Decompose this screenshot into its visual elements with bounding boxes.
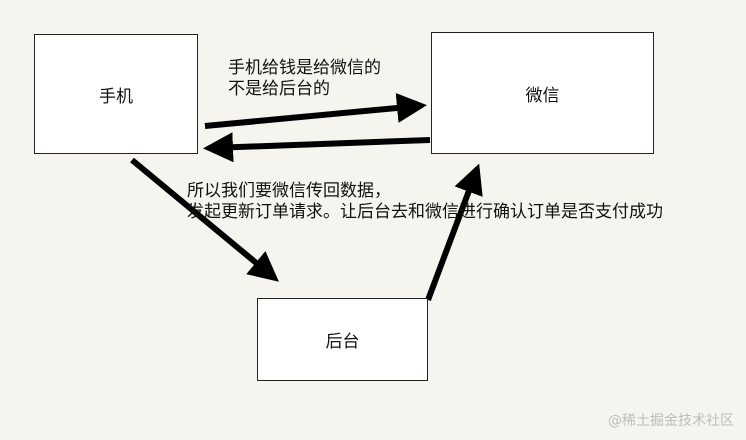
watermark: @稀土掘金技术社区 (608, 413, 734, 429)
annotation-callback: 所以我们要微信传回数据， 发起更新订单请求。让后台去和微信进行确认订单是否支付成… (187, 181, 663, 223)
annotation-callback-line1: 所以我们要微信传回数据， (187, 181, 391, 201)
annotation-payment: 手机给钱是给微信的 不是给后台的 (228, 58, 381, 100)
node-backend: 后台 (257, 298, 428, 381)
node-phone: 手机 (34, 34, 198, 154)
arrow-phone-to-wechat (204, 93, 427, 129)
annotation-callback-line2: 发起更新订单请求。让后台去和微信进行确认订单是否支付成功 (187, 202, 663, 222)
node-wechat: 微信 (431, 32, 654, 154)
annotation-payment-line1: 手机给钱是给微信的 (228, 58, 381, 78)
annotation-payment-line2: 不是给后台的 (228, 79, 330, 99)
arrow-phone-to-backend (130, 157, 279, 282)
node-backend-label: 后台 (325, 332, 360, 352)
arrow-backend-to-wechat (425, 163, 483, 302)
node-wechat-label: 微信 (525, 85, 560, 106)
arrow-wechat-to-phone (203, 132, 431, 163)
node-phone-label: 手机 (99, 86, 133, 107)
